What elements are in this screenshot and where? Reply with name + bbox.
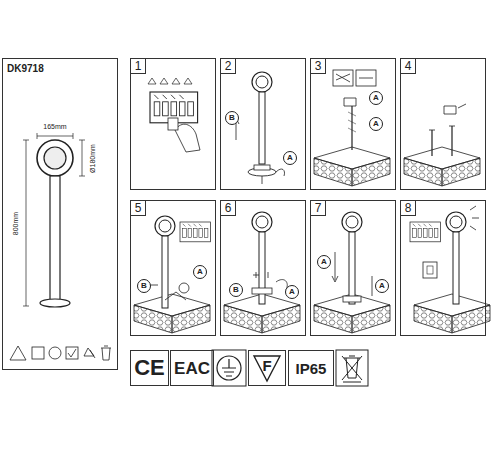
product-panel: DK9718 bbox=[2, 58, 118, 370]
step-number: 6 bbox=[221, 201, 236, 216]
dimension-label: 165mm bbox=[42, 123, 67, 130]
step-number: 2 bbox=[221, 59, 236, 74]
callout-letter: A bbox=[285, 285, 299, 299]
model-number: DK9718 bbox=[7, 63, 44, 74]
callout-letter: A bbox=[375, 279, 389, 293]
callout-letter: B bbox=[137, 279, 151, 293]
symbol-text: IP65 bbox=[296, 361, 327, 376]
callout-letter: B bbox=[229, 283, 243, 297]
step-panel: 4 bbox=[400, 58, 486, 190]
callout-letter: B bbox=[225, 111, 239, 125]
dimension-label: 800mm bbox=[13, 210, 20, 235]
step-number: 1 bbox=[131, 59, 146, 74]
step-panel: 3 bbox=[310, 58, 396, 190]
step-number: 8 bbox=[401, 201, 416, 216]
callout-letter: A bbox=[193, 265, 207, 279]
dimension-label: Ø180mm bbox=[88, 143, 95, 174]
step-number: 5 bbox=[131, 201, 146, 216]
callout-letter: A bbox=[369, 91, 383, 105]
step-number: 7 bbox=[311, 201, 326, 216]
step-panel: 8 bbox=[400, 200, 486, 336]
callout-letter: A bbox=[283, 151, 297, 165]
ip-rating: IP65 bbox=[288, 350, 334, 386]
step-panel: 6 bbox=[220, 200, 306, 336]
ce-mark: CE bbox=[130, 350, 169, 386]
step-number: 4 bbox=[401, 59, 416, 74]
callout-letter: A bbox=[369, 117, 383, 131]
step-panel: 1 bbox=[130, 58, 216, 190]
symbol-text: F bbox=[262, 358, 271, 373]
symbol-text: CE bbox=[134, 357, 165, 379]
symbol-text: EAC bbox=[174, 360, 210, 377]
f-mark: F bbox=[248, 350, 286, 386]
eac-mark: EAC bbox=[170, 350, 214, 386]
step-number: 3 bbox=[311, 59, 326, 74]
callout-letter: A bbox=[317, 255, 331, 269]
